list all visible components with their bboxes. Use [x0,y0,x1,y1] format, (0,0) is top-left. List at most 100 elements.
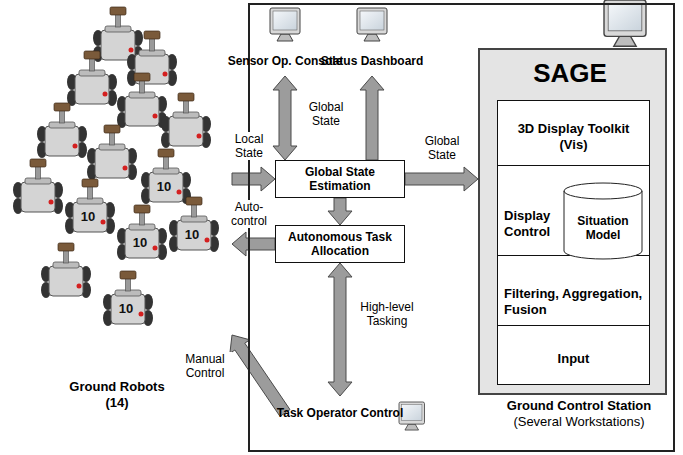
arrow-label: Manual Control [178,352,232,380]
robot-icon [93,7,143,62]
node-text: Task Operator Control [250,406,430,420]
robot-icon [37,103,87,158]
robot-part [134,205,150,213]
dashboard-label: Status Dashboard [332,46,412,76]
node-text: Situation Model [567,206,639,242]
robot-part [58,243,74,251]
node-text: Ground Control Station [489,398,669,414]
node-text: Input [506,343,641,367]
robot-part [125,228,159,258]
cylinder-rim [564,191,642,199]
robot-part [120,271,136,279]
node-text: Ground Robots (14) [61,379,173,411]
module-section: Filtering, Aggregation, Fusion [497,255,650,326]
robot-part [197,134,202,139]
robot-part [21,182,55,212]
robot-part [139,312,144,317]
process-box: Autonomous Task Allocation [275,225,405,263]
robot-part [77,284,82,289]
arrow-label: Global State [300,100,352,128]
robot-part [73,144,78,149]
robot-part [103,92,108,97]
robot-part [111,294,145,324]
robot-fleet [13,7,219,326]
robot-part [45,126,79,156]
robot-part [95,148,129,178]
node-text: Display Control [504,200,566,240]
robot-part [123,166,128,171]
process-box: Global State Estimation [275,160,405,198]
monitor-icon [357,8,387,41]
robot-part [178,93,194,101]
robot-part [135,54,169,84]
robot-part [129,48,134,53]
control-station-box: Ground Control Station(Several Workstati… [248,3,675,452]
robot-part [49,266,83,296]
block-arrow [230,335,290,416]
robot-icon [117,73,167,128]
robot-part [101,220,106,225]
robot-number: 10 [114,302,138,316]
monitor-icon [270,8,300,41]
robot-number: 10 [152,180,176,194]
monitor-icon [604,0,646,46]
operator-label: Task Operator Control [285,396,395,430]
block-arrow [328,198,352,225]
robot-part [75,74,109,104]
database-cylinder: Situation Model [563,182,643,260]
robot-number: 10 [180,228,204,242]
robot-part [104,125,120,133]
robot-part [186,197,202,205]
robot-part [73,202,107,232]
robot-part [149,172,183,202]
robot-icon [161,93,211,148]
robot-part [82,179,98,187]
block-arrow [232,167,275,191]
robot-icon [127,31,177,86]
robot-icon [41,243,91,298]
block-arrow [405,167,478,191]
robot-part [177,220,211,250]
robot-part [134,73,150,81]
node-text: (Several Workstations) [489,414,669,430]
sage-panel: SAGE 3D Display Toolkit (Vis) Display Cont… [478,48,667,395]
node-text: Global State Estimation [282,165,398,193]
module-section: Input [497,325,650,385]
robot-icon [13,159,63,214]
console-label: Sensor Op. Console [245,46,325,76]
robot-icon [169,197,219,252]
robot-part [144,31,160,39]
arrow-label: Global State [414,134,470,162]
robot-icon [117,205,167,260]
robot-number: 10 [128,236,152,250]
robot-icon [87,125,137,180]
robot-group: Ground Robots (14) [2,5,232,425]
cylinder-body [564,183,642,259]
robot-part [153,114,158,119]
block-arrow [232,232,275,256]
robot-part [153,246,158,251]
robot-icon [65,179,115,234]
robot-part [84,51,100,59]
robot-icon [103,271,153,326]
node-text: Status Dashboard [282,54,462,68]
block-arrow [328,263,352,396]
robot-part [30,159,46,167]
node-text: Autonomous Task Allocation [282,230,398,258]
robot-part [49,200,54,205]
node-text: Filtering, Aggregation, Fusion [504,278,644,318]
block-arrow [273,76,297,160]
arrow-label: High-level Tasking [356,300,418,328]
node-text: SAGE [480,50,660,88]
robot-number: 10 [76,210,100,224]
robot-icon [141,149,191,204]
module-section: 3D Display Toolkit (Vis) [497,100,650,166]
robot-part [158,149,174,157]
robot-icon [67,51,117,106]
robot-part [54,103,70,111]
robot-part [110,7,126,15]
robot-part [125,96,159,126]
robot-part [169,116,203,146]
robot-part [163,72,168,77]
